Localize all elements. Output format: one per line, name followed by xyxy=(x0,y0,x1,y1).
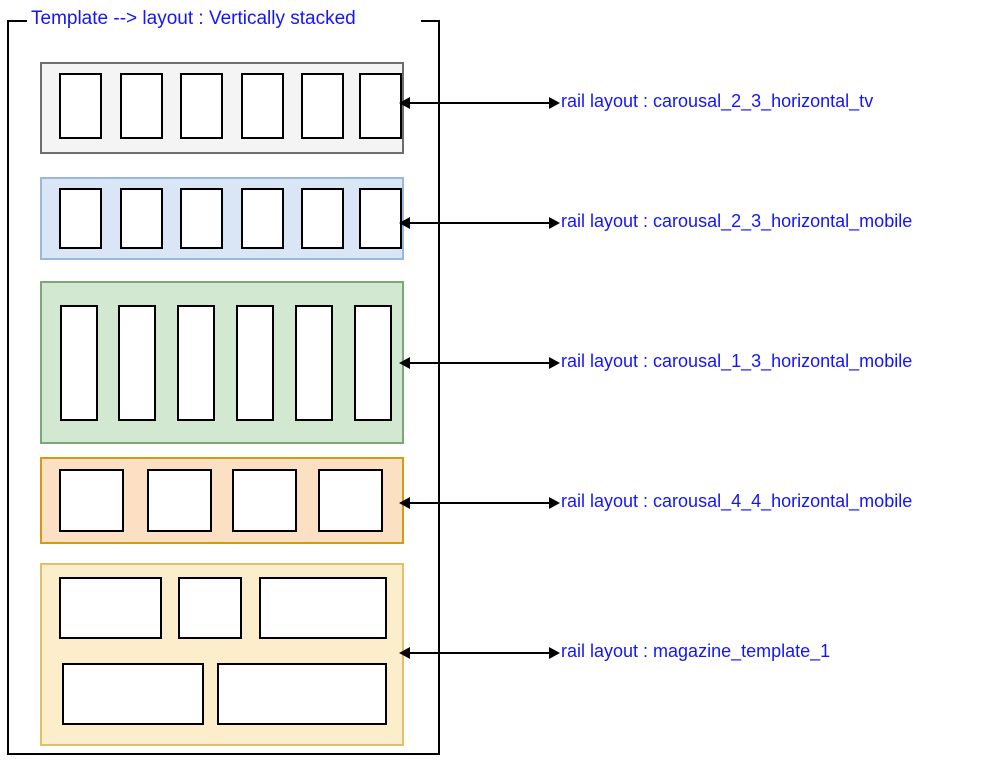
frame-top-left-segment xyxy=(7,20,27,22)
rail-tile[interactable] xyxy=(118,305,156,421)
rail-tile[interactable] xyxy=(178,577,242,639)
rail-magazine-template-1[interactable] xyxy=(40,563,404,746)
rail-tile[interactable] xyxy=(59,469,124,532)
template-title: Template --> layout : Vertically stacked xyxy=(31,8,356,29)
arrow-head-right-icon xyxy=(549,497,560,509)
rail-tile[interactable] xyxy=(62,663,204,725)
arrow-head-right-icon xyxy=(549,97,560,109)
rail-tile[interactable] xyxy=(60,305,98,421)
arrow-head-right-icon xyxy=(549,647,560,659)
rail-tile[interactable] xyxy=(232,469,297,532)
rail-tile[interactable] xyxy=(120,73,163,139)
rail-tile[interactable] xyxy=(241,73,284,139)
connector-arrow-1 xyxy=(402,102,558,104)
rail-tile[interactable] xyxy=(301,73,344,139)
rail-tile[interactable] xyxy=(59,577,162,639)
rail-label-carousal-1-3-horizontal-mobile: rail layout : carousal_1_3_horizontal_mo… xyxy=(561,351,913,371)
arrow-head-right-icon xyxy=(549,357,560,369)
arrow-head-left-icon xyxy=(399,647,410,659)
rail-tile[interactable] xyxy=(147,469,212,532)
rail-tile[interactable] xyxy=(301,188,344,249)
rail-tile[interactable] xyxy=(59,188,102,249)
rail-tile[interactable] xyxy=(359,73,402,139)
rail-tile-strip xyxy=(42,283,402,442)
connector-arrow-3 xyxy=(402,362,558,364)
rail-tile[interactable] xyxy=(354,305,392,421)
rail-tile-strip xyxy=(42,565,402,744)
rail-label-carousal-4-4-horizontal-mobile: rail layout : carousal_4_4_horizontal_mo… xyxy=(561,491,913,511)
rail-tile[interactable] xyxy=(236,305,274,421)
rail-carousal-4-4-horizontal-mobile[interactable] xyxy=(40,457,404,544)
rail-tile-strip xyxy=(42,64,402,152)
rail-tile[interactable] xyxy=(295,305,333,421)
rail-carousal-2-3-horizontal-tv[interactable] xyxy=(40,62,404,154)
rail-label-carousal-2-3-horizontal-tv: rail layout : carousal_2_3_horizontal_tv xyxy=(561,91,874,111)
rail-tile[interactable] xyxy=(241,188,284,249)
rail-carousal-2-3-horizontal-mobile[interactable] xyxy=(40,177,404,260)
rail-tile[interactable] xyxy=(120,188,163,249)
connector-arrow-4 xyxy=(402,502,558,504)
rail-tile[interactable] xyxy=(180,188,223,249)
rail-tile[interactable] xyxy=(180,73,223,139)
rail-tile[interactable] xyxy=(59,73,102,139)
rail-tile-strip xyxy=(42,459,402,542)
frame-top-right-segment xyxy=(421,20,440,22)
rail-tile[interactable] xyxy=(217,663,387,725)
rail-tile[interactable] xyxy=(259,577,387,639)
rail-tile[interactable] xyxy=(177,305,215,421)
rail-tile-strip xyxy=(42,179,402,258)
rail-carousal-1-3-horizontal-mobile[interactable] xyxy=(40,281,404,444)
rail-tile[interactable] xyxy=(318,469,383,532)
connector-arrow-2 xyxy=(402,222,558,224)
rail-label-magazine-template-1: rail layout : magazine_template_1 xyxy=(561,641,831,661)
arrow-head-right-icon xyxy=(549,217,560,229)
arrow-head-left-icon xyxy=(399,97,410,109)
rail-tile[interactable] xyxy=(359,188,402,249)
connector-arrow-5 xyxy=(402,652,558,654)
rail-label-carousal-2-3-horizontal-mobile: rail layout : carousal_2_3_horizontal_mo… xyxy=(561,211,913,231)
arrow-head-left-icon xyxy=(399,217,410,229)
arrow-head-left-icon xyxy=(399,357,410,369)
arrow-head-left-icon xyxy=(399,497,410,509)
